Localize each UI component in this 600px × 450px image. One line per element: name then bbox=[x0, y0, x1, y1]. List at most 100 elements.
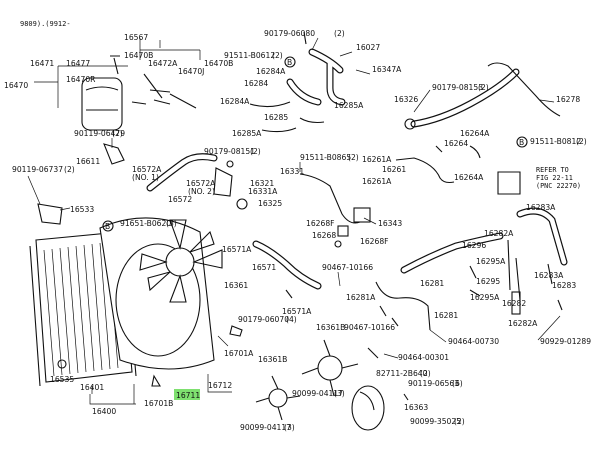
heater-hose-assembly bbox=[375, 207, 568, 331]
part-16283A[interactable]: 16283A bbox=[526, 203, 556, 212]
part-16027[interactable]: 16027 bbox=[356, 43, 380, 52]
part-16278[interactable]: 16278 bbox=[556, 95, 580, 104]
leader-lines bbox=[27, 37, 561, 359]
part-16477[interactable]: 16477 bbox=[66, 59, 90, 68]
part-16711-highlighted[interactable]: 16711 bbox=[176, 391, 200, 400]
part-16400[interactable]: 16400 bbox=[92, 407, 116, 416]
part-90119-06737[interactable]: 90119-06737 bbox=[12, 165, 63, 174]
part-16284[interactable]: 16284 bbox=[244, 79, 268, 88]
part-16343[interactable]: 16343 bbox=[378, 219, 402, 228]
part-82711-2B640[interactable]: 82711-2B640 bbox=[376, 369, 428, 378]
qty-91511-B0812: (2) bbox=[576, 137, 587, 146]
part-16284A[interactable]: 16284A bbox=[220, 97, 250, 106]
part-16282[interactable]: 16282 bbox=[502, 299, 526, 308]
part-90179-08153[interactable]: 90179-08153 bbox=[432, 83, 483, 92]
part-90119-06563[interactable]: 90119-06563 bbox=[408, 379, 459, 388]
part-16347A[interactable]: 16347A bbox=[372, 65, 402, 74]
part-90467-10166[interactable]: 90467-10166 bbox=[344, 323, 395, 332]
part-90179-08151[interactable]: 90179-08151 bbox=[204, 147, 255, 156]
part-91511-B0812[interactable]: 91511-B0812 bbox=[530, 137, 581, 146]
part-16268[interactable]: 16268 bbox=[312, 231, 336, 240]
part-16571A[interactable]: 16571A bbox=[222, 245, 252, 254]
part-16535[interactable]: 16535 bbox=[50, 375, 74, 384]
refer-note-line3: (PNC 22270) bbox=[536, 182, 581, 190]
part-90099-04117[interactable]: 90099-04117 bbox=[240, 423, 291, 432]
part-16264A[interactable]: 16264A bbox=[460, 129, 490, 138]
b-reference-label: B bbox=[519, 138, 524, 147]
part-16470R[interactable]: 16470R bbox=[66, 75, 96, 84]
part-16283[interactable]: 16283 bbox=[552, 281, 576, 290]
refer-note-line1: REFER TO bbox=[536, 166, 569, 174]
upper-hose-assembly bbox=[249, 31, 346, 133]
part-16361[interactable]: 16361 bbox=[224, 281, 248, 290]
b-reference-label: B bbox=[105, 222, 110, 231]
part-16268F[interactable]: 16268F bbox=[306, 219, 335, 228]
part-16281[interactable]: 16281 bbox=[420, 279, 444, 288]
part-16571[interactable]: 16571 bbox=[252, 263, 276, 272]
part-91651-B0620[interactable]: 91651-B0620 bbox=[120, 219, 171, 228]
part-16470B[interactable]: 16470B bbox=[124, 51, 153, 60]
part-16571A[interactable]: 16571A bbox=[282, 307, 312, 316]
part-16295A[interactable]: 16295A bbox=[476, 257, 506, 266]
part-16285[interactable]: 16285 bbox=[264, 113, 288, 122]
part-16264[interactable]: 16264 bbox=[444, 139, 468, 148]
part-16331A[interactable]: 16331A bbox=[248, 187, 278, 196]
no-16572A-2: (NO. 2) bbox=[188, 187, 215, 196]
part-16470B[interactable]: 16470B bbox=[204, 59, 233, 68]
qty-82711-2B640: (2) bbox=[420, 369, 431, 378]
part-16470J[interactable]: 16470J bbox=[178, 67, 204, 76]
part-16281A[interactable]: 16281A bbox=[346, 293, 376, 302]
part-16285A[interactable]: 16285A bbox=[232, 129, 262, 138]
part-16296[interactable]: 16296 bbox=[462, 241, 486, 250]
part-16361B[interactable]: 16361B bbox=[258, 355, 287, 364]
part-90464-00730[interactable]: 90464-00730 bbox=[448, 337, 499, 346]
qty-90119-06563: (6) bbox=[452, 379, 463, 388]
part-16712[interactable]: 16712 bbox=[208, 381, 232, 390]
part-90119-06479[interactable]: 90119-06479 bbox=[74, 129, 125, 138]
part-16284A[interactable]: 16284A bbox=[256, 67, 286, 76]
part-90467-10166[interactable]: 90467-10166 bbox=[322, 263, 373, 272]
part-16471[interactable]: 16471 bbox=[30, 59, 54, 68]
part-16282A[interactable]: 16282A bbox=[484, 229, 514, 238]
part-90179-06080[interactable]: 90179-06080 bbox=[264, 29, 315, 38]
part-16295[interactable]: 16295 bbox=[476, 277, 500, 286]
part-90929-01289[interactable]: 90929-01289 bbox=[540, 337, 591, 346]
part-16572[interactable]: 16572 bbox=[168, 195, 192, 204]
part-16326[interactable]: 16326 bbox=[394, 95, 418, 104]
part-16533[interactable]: 16533 bbox=[70, 205, 94, 214]
part-16268F[interactable]: 16268F bbox=[360, 237, 389, 246]
part-16285A[interactable]: 16285A bbox=[334, 101, 364, 110]
part-16321[interactable]: 16321 bbox=[250, 179, 274, 188]
part-91511-B0612[interactable]: 91511-B0612 bbox=[224, 51, 275, 60]
part-90464-00301[interactable]: 90464-00301 bbox=[398, 353, 449, 362]
part-16572A[interactable]: 16572A bbox=[132, 165, 162, 174]
part-16261[interactable]: 16261 bbox=[382, 165, 406, 174]
part-16470[interactable]: 16470 bbox=[4, 81, 28, 90]
part-16701B[interactable]: 16701B bbox=[144, 399, 173, 408]
part-16701A[interactable]: 16701A bbox=[224, 349, 254, 358]
part-16361B[interactable]: 16361B bbox=[316, 323, 345, 332]
part-16472A[interactable]: 16472A bbox=[148, 59, 178, 68]
part-16331[interactable]: 16331 bbox=[280, 167, 304, 176]
catalog-header: 9809).(9912- bbox=[20, 20, 71, 28]
part-91511-B0865[interactable]: 91511-B0865 bbox=[300, 153, 351, 162]
part-90099-04117[interactable]: 90099-04117 bbox=[292, 389, 343, 398]
b-reference-marker bbox=[516, 136, 528, 148]
part-16401[interactable]: 16401 bbox=[80, 383, 104, 392]
part-90099-35025[interactable]: 90099-35025 bbox=[410, 417, 461, 426]
part-16325[interactable]: 16325 bbox=[258, 199, 282, 208]
part-16282A[interactable]: 16282A bbox=[508, 319, 538, 328]
part-16264A[interactable]: 16264A bbox=[454, 173, 484, 182]
part-16611[interactable]: 16611 bbox=[76, 157, 100, 166]
part-16261A[interactable]: 16261A bbox=[362, 155, 392, 164]
part-16261A[interactable]: 16261A bbox=[362, 177, 392, 186]
part-16572A[interactable]: 16572A bbox=[186, 179, 216, 188]
part-90179-06070[interactable]: 90179-06070 bbox=[238, 315, 289, 324]
part-16363[interactable]: 16363 bbox=[404, 403, 428, 412]
refer-note-line2: FIG 22-11 bbox=[536, 174, 573, 182]
part-16281[interactable]: 16281 bbox=[434, 311, 458, 320]
highlight-box bbox=[174, 389, 200, 400]
part-16283A[interactable]: 16283A bbox=[534, 271, 564, 280]
part-16295A[interactable]: 16295A bbox=[470, 293, 500, 302]
part-16567[interactable]: 16567 bbox=[124, 33, 148, 42]
